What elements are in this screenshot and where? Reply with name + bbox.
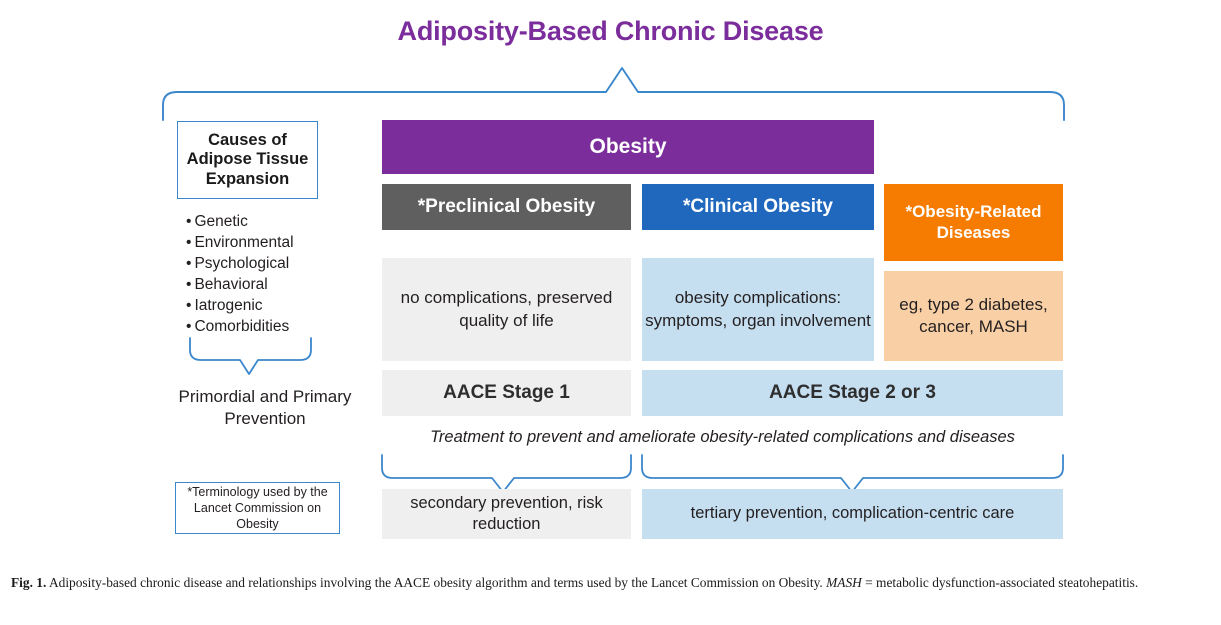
causes-box-title: Causes of Adipose Tissue Expansion [186, 130, 309, 188]
preclinical-obesity-label: *Preclinical Obesity [417, 196, 596, 217]
tertiary-prevention-brace [641, 454, 1064, 493]
aace-stage-1-label: AACE Stage 1 [443, 382, 570, 403]
list-item-label: Comorbidities [194, 318, 290, 336]
figure-title: Adiposity-Based Chronic Disease [397, 16, 824, 46]
list-item: •Psychological [186, 253, 346, 274]
tertiary-prevention-block: tertiary prevention, complication-centri… [642, 489, 1063, 539]
aace-stage-1-block: AACE Stage 1 [382, 370, 631, 416]
bullet-icon: • [186, 297, 192, 315]
figure-caption-text-2: = metabolic dysfunction-associated steat… [861, 575, 1139, 590]
list-item-label: Iatrogenic [194, 297, 263, 315]
preclinical-obesity-description: no complications, preserved quality of l… [382, 258, 631, 361]
aace-stage-2-or-3-label: AACE Stage 2 or 3 [769, 382, 936, 403]
bullet-icon: • [186, 234, 192, 252]
obesity-related-diseases-description-text: eg, type 2 diabetes, cancer, MASH [899, 294, 1048, 336]
secondary-prevention-label: secondary prevention, risk reduction [410, 493, 603, 533]
preclinical-obesity-description-text: no complications, preserved quality of l… [400, 288, 613, 330]
list-item-label: Psychological [194, 255, 290, 273]
figure-caption-abbrev: MASH [826, 575, 862, 590]
list-item: •Comorbidities [186, 316, 346, 337]
clinical-obesity-description: obesity complications: symptoms, organ i… [642, 258, 874, 361]
list-item: •Behavioral [186, 274, 346, 295]
figure-caption-text-1: Adiposity-based chronic disease and rela… [46, 575, 827, 590]
list-item: •Genetic [186, 211, 346, 232]
causes-list: •Genetic •Environmental •Psychological •… [186, 211, 346, 337]
secondary-prevention-block: secondary prevention, risk reduction [382, 489, 631, 539]
list-item-label: Environmental [194, 234, 294, 252]
clinical-obesity-header: *Clinical Obesity [642, 184, 874, 230]
obesity-related-diseases-label: *Obesity-Related Diseases [905, 202, 1042, 242]
obesity-umbrella-label: Obesity [589, 135, 667, 158]
figure-panel: Adiposity-Based Chronic Disease Causes o… [162, 16, 1065, 539]
obesity-related-diseases-header: *Obesity-Related Diseases [884, 184, 1063, 261]
bullet-icon: • [186, 276, 192, 294]
terminology-note-label: *Terminology used by the Lancet Commissi… [187, 485, 328, 531]
obesity-umbrella-bar: Obesity [382, 120, 874, 174]
treatment-statement: Treatment to prevent and ameliorate obes… [430, 428, 1015, 446]
primordial-primary-prevention-label: Primordial and Primary Prevention [178, 387, 352, 429]
bullet-icon: • [186, 255, 192, 273]
bullet-icon: • [186, 318, 192, 336]
figure-caption-label: Fig. 1. [11, 575, 47, 590]
top-brace [162, 67, 1065, 121]
list-item-label: Genetic [194, 213, 248, 230]
aace-stage-2-or-3-block: AACE Stage 2 or 3 [642, 370, 1063, 416]
causes-of-adipose-tissue-expansion-box: Causes of Adipose Tissue Expansion [177, 121, 318, 199]
clinical-obesity-description-text: obesity complications: symptoms, organ i… [645, 288, 871, 330]
bullet-icon: • [186, 213, 192, 230]
causes-brace [189, 337, 312, 375]
list-item-label: Behavioral [194, 276, 268, 294]
secondary-prevention-brace [381, 454, 632, 493]
obesity-related-diseases-description: eg, type 2 diabetes, cancer, MASH [884, 271, 1063, 361]
list-item: •Iatrogenic [186, 295, 346, 316]
preclinical-obesity-header: *Preclinical Obesity [382, 184, 631, 230]
clinical-obesity-label: *Clinical Obesity [683, 196, 833, 217]
tertiary-prevention-label: tertiary prevention, complication-centri… [690, 504, 1015, 523]
list-item: •Environmental [186, 232, 346, 253]
figure-caption: Fig. 1. Adiposity-based chronic disease … [11, 573, 1211, 592]
terminology-note-box: *Terminology used by the Lancet Commissi… [175, 482, 340, 534]
